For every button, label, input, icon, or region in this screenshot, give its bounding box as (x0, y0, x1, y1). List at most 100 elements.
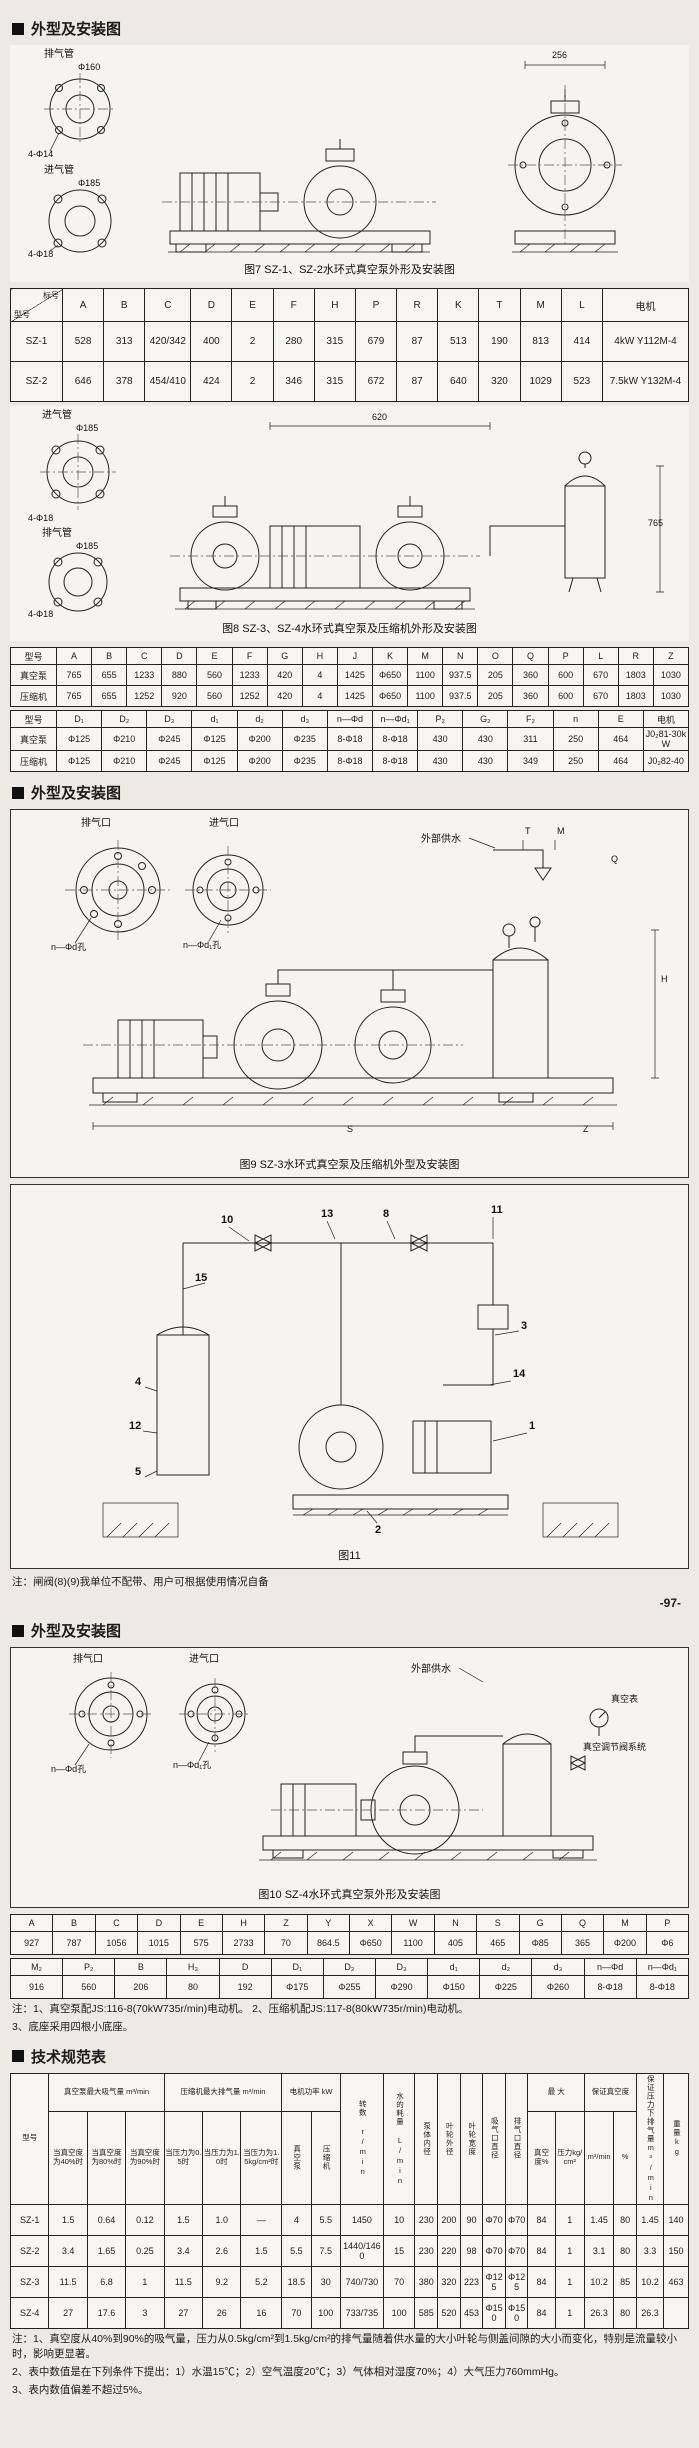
corner-bottom-label: 型号 (14, 310, 30, 319)
column-header: D₁ (55, 710, 103, 728)
table-cell: 17.6 (86, 2296, 127, 2329)
table-cell: 9.2 (202, 2265, 242, 2298)
spec-col-impeller-width: 叶轮宽度 (459, 2072, 484, 2205)
table-cell: 670 (582, 685, 619, 707)
table-cell: J0₂81-30kW (642, 727, 690, 751)
table-cell: Φ260 (531, 1975, 585, 2000)
column-header: F₂ (507, 710, 554, 728)
table-cell: 1425 (336, 664, 373, 686)
table-cell: 414 (560, 321, 604, 362)
intake-dia-dim: Φ185 (76, 423, 98, 433)
table-cell: 90 (459, 2203, 484, 2236)
page-number: -97- (659, 1596, 681, 1611)
exhaust-dia-dim: Φ160 (78, 62, 100, 72)
table-cell: 1030 (652, 664, 690, 686)
table-cell: 765 (55, 664, 93, 686)
table-cell: 405 (433, 1931, 478, 1956)
column-header: D₁ (270, 1958, 324, 1977)
section-title: 技术规范表 (31, 2048, 107, 2066)
column-header: n—Φd₁ (371, 710, 419, 728)
table-cell: 1425 (336, 685, 373, 707)
table-cell: Φ200 (236, 727, 283, 751)
column-header: F (272, 288, 315, 322)
table-cell: 70 (264, 1931, 308, 1956)
table-cell (663, 2296, 689, 2329)
dim-letter-S: S (347, 1124, 353, 1134)
column-header: H₃ (166, 1958, 220, 1977)
dim-letter-Q: Q (611, 854, 618, 864)
table-cell: 7.5kW Y132M-4 (602, 361, 689, 402)
table-cell: 3.3 (635, 2234, 665, 2267)
column-header: B (103, 288, 146, 322)
table-cell: 420 (266, 664, 303, 686)
table-cell: Φ70 (504, 2234, 529, 2267)
table-cell: SZ-2 (9, 2234, 50, 2267)
table-cell: 190 (478, 321, 521, 362)
spec-header-row-2: 当真空度为40%时 当真空度为80%时 当真空度为90%时 当压力为0.5时 当… (11, 2110, 689, 2205)
table-cell: 27 (48, 2296, 88, 2329)
table-cell: 11.5 (48, 2265, 88, 2298)
figure-9: 排气口 进气口 n—Φd孔 n—Φd₁孔 外部供水 T M Q (10, 809, 689, 1178)
spec-note-2: 2、表中数值是在下列条件下提出：1）水温15℃；2）空气温度20℃；3）气体相对… (12, 2366, 565, 2379)
column-header: P (547, 647, 584, 665)
table-cell: 927 (9, 1931, 54, 1956)
table-cell: SZ-4 (9, 2296, 50, 2329)
column-header: E (231, 288, 274, 322)
column-header: L (560, 288, 604, 322)
table-cell: 937.5 (442, 685, 479, 707)
table-cell: 223 (459, 2265, 484, 2298)
table-cell: 1 (554, 2296, 585, 2329)
table-cell: 1.45 (635, 2203, 665, 2236)
table-cell: 1056 (94, 1931, 139, 1956)
table-cell: 420/342 (144, 321, 192, 362)
table-cell: 1.5 (48, 2203, 88, 2236)
table-cell: 2 (231, 361, 274, 402)
column-header: E (196, 647, 233, 665)
column-header: M (603, 1914, 647, 1933)
table-cell: SZ-1 (10, 321, 63, 362)
table-cell: 80 (613, 2296, 637, 2329)
column-header: H (221, 1914, 266, 1933)
table-cell: 463 (663, 2265, 689, 2298)
table-cell: 560 (196, 664, 233, 686)
table-cell: 1450 (339, 2203, 384, 2236)
table-cell: 8-Φ18 (583, 1975, 637, 2000)
column-header: C (94, 1914, 139, 1933)
table-cell: Φ150 (482, 2296, 506, 2329)
table-cell: 1.0 (202, 2203, 242, 2236)
table-cell: 740/730 (339, 2265, 384, 2298)
table-cell: Φ210 (101, 750, 148, 772)
table-cell: 464 (597, 750, 644, 772)
intake-holes-dim: 4-Φ18 (28, 249, 53, 259)
column-header: 型号 (10, 647, 57, 665)
column-header: L (582, 647, 619, 665)
column-header: 电机 (642, 710, 690, 728)
table-cell: 8-Φ18 (326, 750, 373, 772)
table-cell: 765 (55, 685, 93, 707)
section-title: 外型及安装图 (31, 785, 122, 802)
table-cell: Φ150 (504, 2296, 529, 2329)
column-header: H (313, 288, 356, 322)
column-header: C (144, 288, 192, 322)
column-header: B (91, 647, 128, 665)
table-cell: 560 (62, 1975, 116, 2000)
table-cell: Φ125 (55, 750, 103, 772)
spec-col-pump-bore: 泵体内径 (414, 2072, 439, 2205)
table-cell: 0.12 (125, 2203, 165, 2236)
spec-col-model: 型号 (9, 2072, 50, 2205)
table-cell: 84 (527, 2296, 556, 2329)
table-cell: 1803 (617, 685, 654, 707)
table-cell: Φ235 (281, 727, 328, 751)
column-header: J (336, 647, 373, 665)
figure9-drawing: 排气口 进气口 n—Φd孔 n—Φd₁孔 外部供水 T M Q (51, 816, 668, 1134)
table-cell: 430 (462, 727, 509, 751)
section-header-outline-3: 外型及安装图 (12, 1620, 689, 1641)
figure7-drawing: 排气管 Φ160 4-Φ14 进气管 Φ185 4-Φ18 (28, 47, 622, 259)
spec-header-row-1: 型号 真空泵最大吸气量 m³/min 压缩机最大排气量 m³/min 电机功率 … (9, 2072, 689, 2205)
dim-letter-T: T (525, 826, 531, 836)
table-cell: 18.5 (281, 2265, 312, 2298)
